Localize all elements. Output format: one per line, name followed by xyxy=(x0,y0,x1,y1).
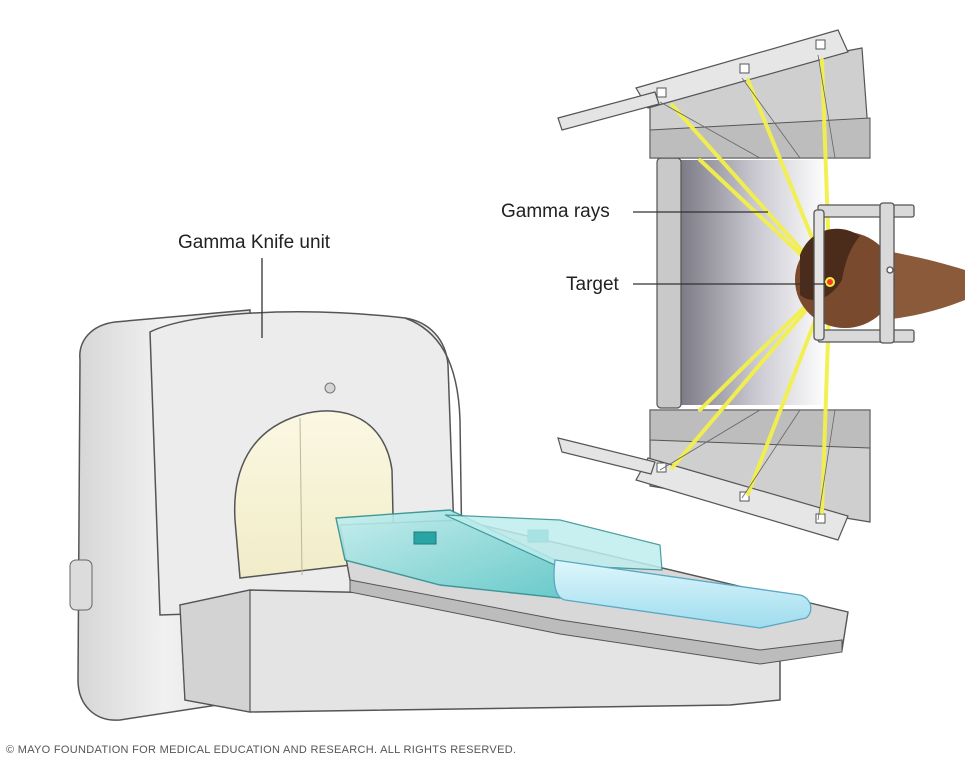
patient-couch xyxy=(335,509,849,665)
couch-rail xyxy=(349,579,843,665)
bolt-5 xyxy=(739,491,750,502)
side-handle xyxy=(69,559,93,611)
copyright-notice: © MAYO FOUNDATION FOR MEDICAL EDUCATION … xyxy=(6,744,517,756)
chamber-back-panel xyxy=(656,157,682,409)
upper-lever-arm xyxy=(557,91,660,131)
upper-collimator-face xyxy=(649,117,871,159)
mattress xyxy=(553,559,812,629)
bore-seam xyxy=(299,417,303,576)
bolt-1 xyxy=(656,87,667,98)
stereotactic-frame xyxy=(813,202,915,344)
collimator-channels xyxy=(659,54,836,521)
bolt-4 xyxy=(656,462,667,473)
gamma-rays-label: Gamma rays xyxy=(501,201,610,222)
glass-clip-1 xyxy=(413,531,437,545)
laser-port xyxy=(324,382,336,394)
neck xyxy=(880,250,965,320)
bolt-2 xyxy=(739,63,750,74)
glass-back-panel xyxy=(444,514,663,571)
base-front-face xyxy=(179,589,251,713)
lower-lever-arm xyxy=(557,437,656,475)
collimator-cross-section xyxy=(557,29,965,541)
bolt-3 xyxy=(815,39,826,50)
target-label: Target xyxy=(566,274,619,295)
gamma-knife-unit-label: Gamma Knife unit xyxy=(178,232,331,253)
target-point xyxy=(825,277,835,287)
bolt-6 xyxy=(815,513,826,524)
lower-collimator-face xyxy=(649,409,871,449)
